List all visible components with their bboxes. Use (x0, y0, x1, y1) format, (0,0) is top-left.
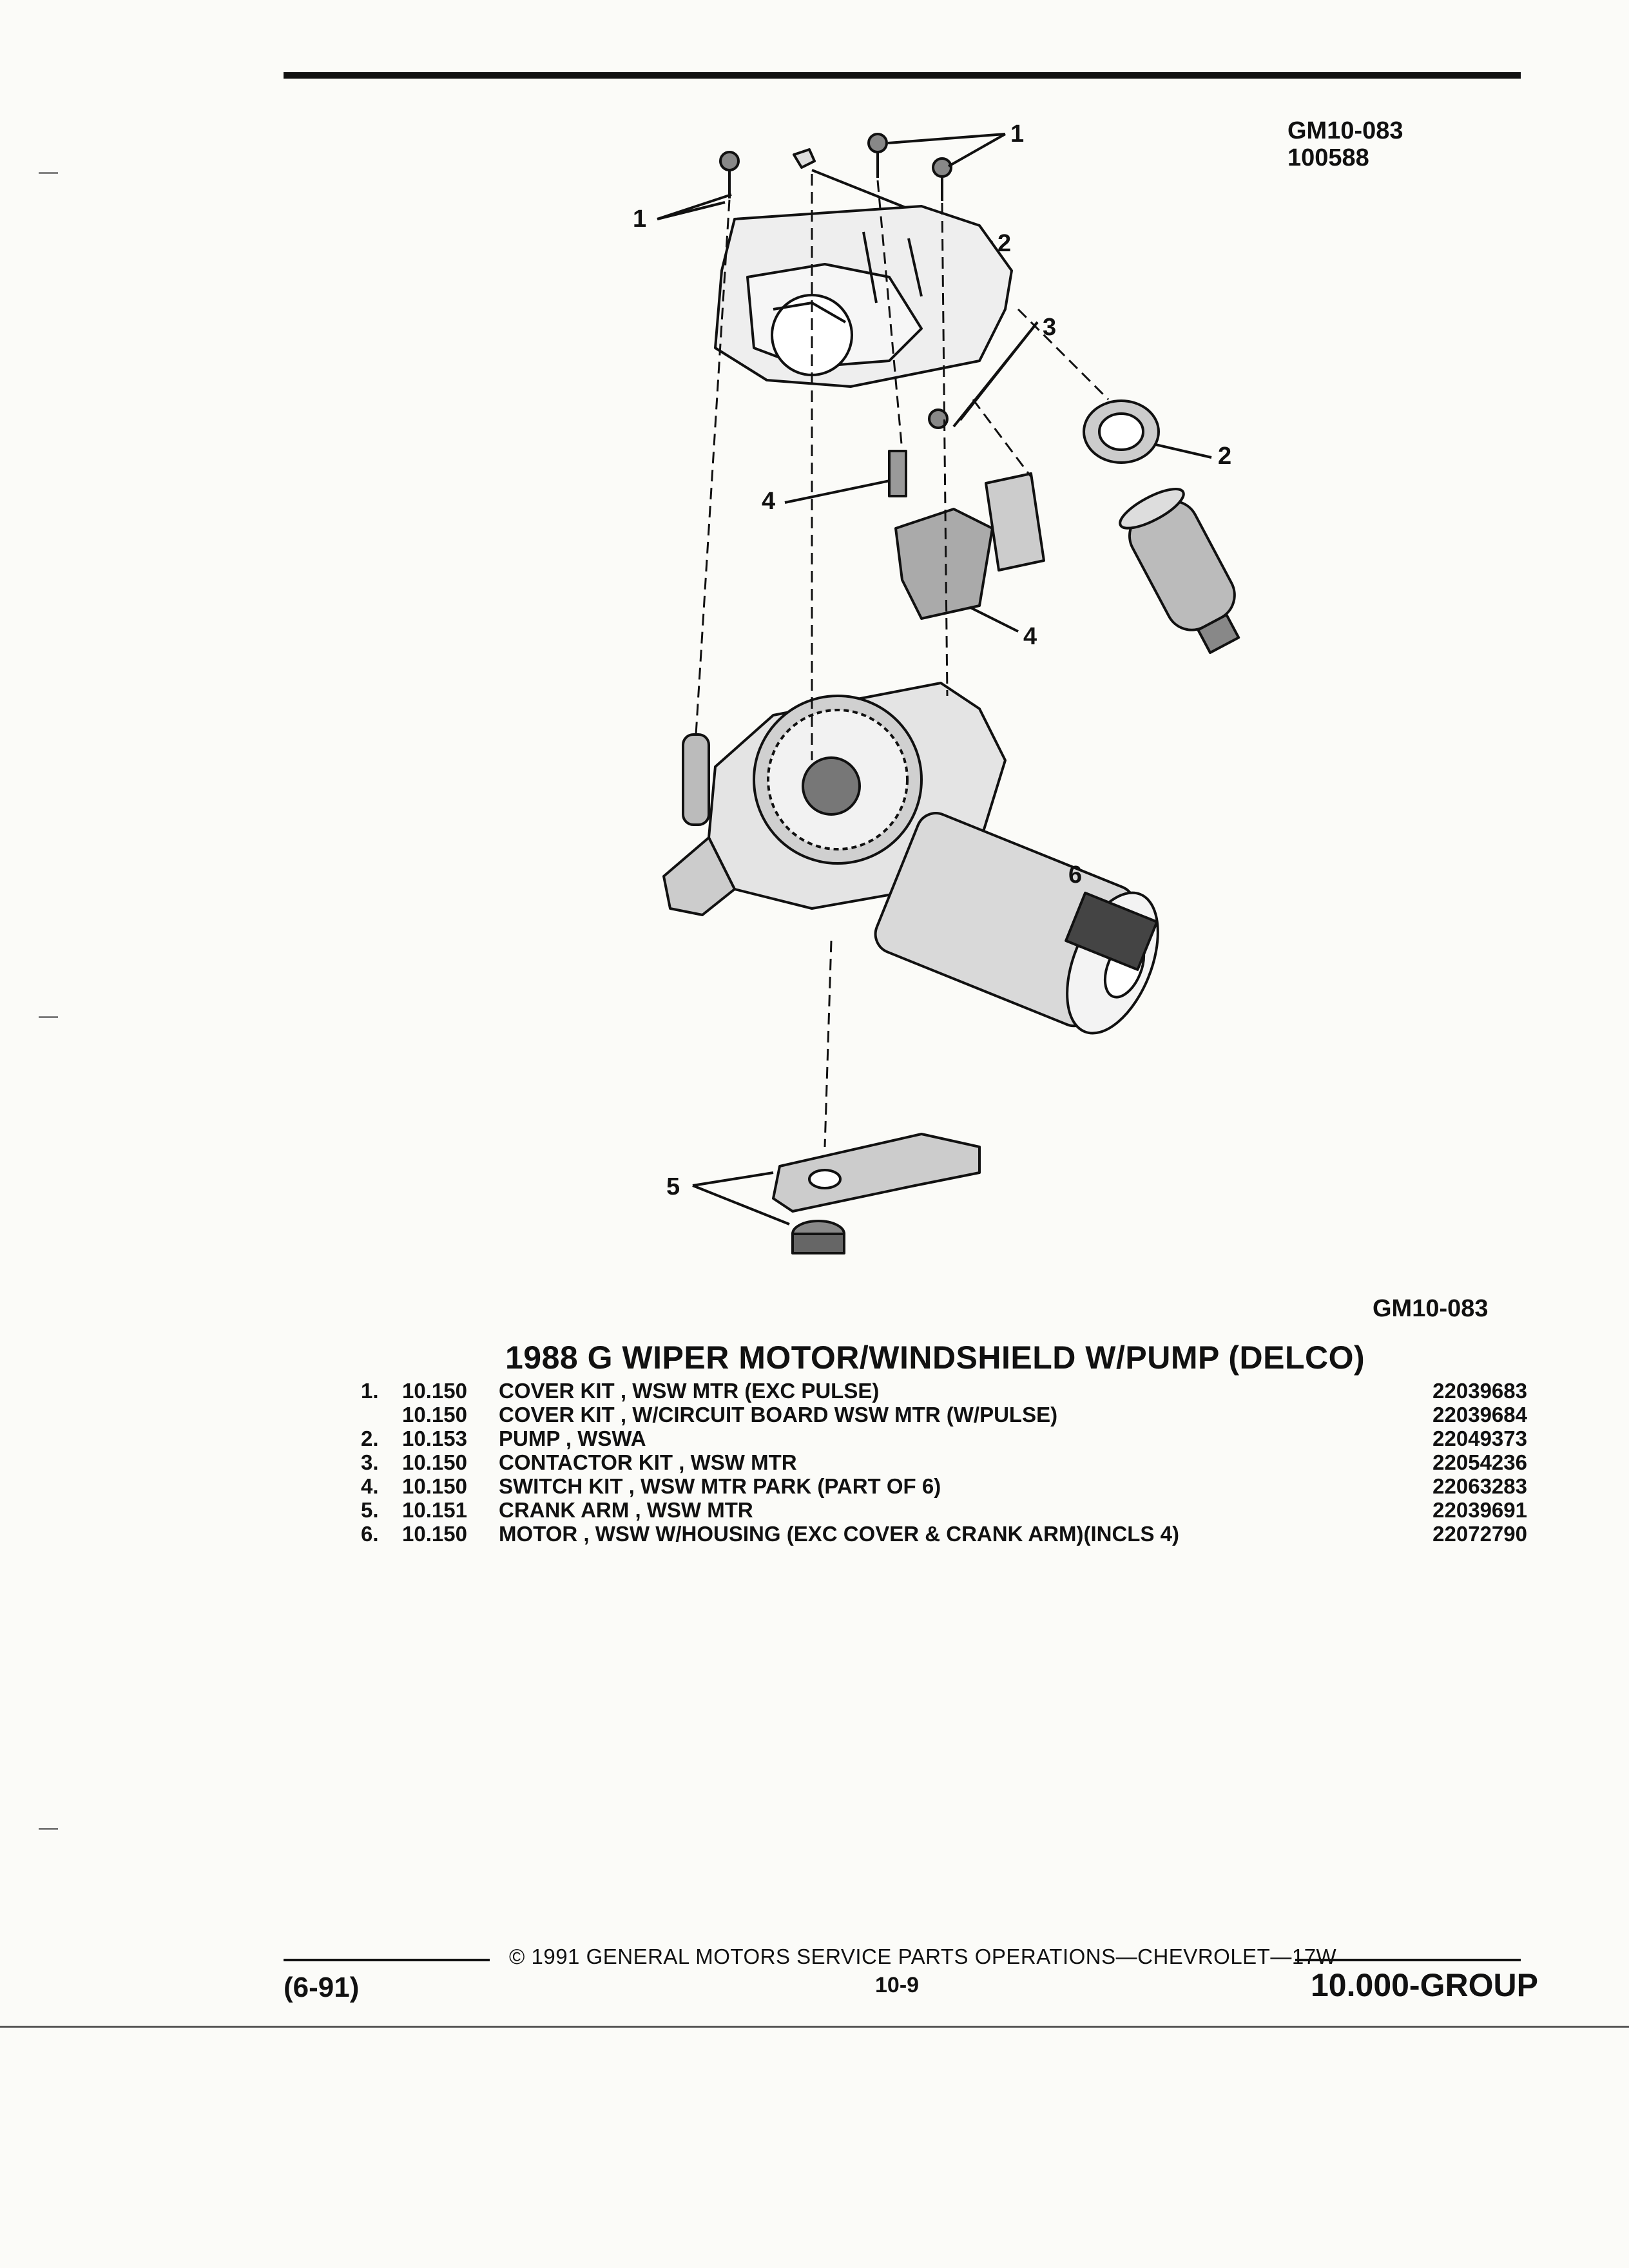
list-item: 2. 10.153 PUMP , WSWA 22049373 (361, 1427, 1527, 1450)
ref-code: GM10-083 (1287, 117, 1403, 144)
hole-punch-mark: — (39, 161, 58, 182)
list-item: 6. 10.150 MOTOR , WSW W/HOUSING (EXC COV… (361, 1522, 1527, 1546)
screw-icon (932, 157, 952, 201)
hole-punch-mark: — (39, 1817, 58, 1838)
callout-5: 5 (666, 1173, 680, 1200)
callout-1-left: 1 (633, 206, 646, 233)
callout-4-right: 4 (1023, 623, 1037, 650)
bolt-icon (888, 450, 907, 497)
screw-icon (867, 133, 888, 178)
list-item: 4. 10.150 SWITCH KIT , WSW MTR PARK (PAR… (361, 1474, 1527, 1498)
pump (1119, 488, 1240, 655)
reference-code: GM10-083 100588 (1287, 117, 1403, 171)
exploded-diagram: 1 1 2 3 2 4 4 6 5 (633, 120, 1240, 1254)
callout-2-top: 2 (998, 230, 1011, 257)
hole-punch-mark: — (39, 1005, 58, 1026)
list-item: 1. 10.150 COVER KIT , WSW MTR (EXC PULSE… (361, 1379, 1527, 1403)
copyright-notice: © 1991 GENERAL MOTORS SERVICE PARTS OPER… (509, 1945, 1337, 1968)
motor (874, 812, 1159, 1035)
figure-id: GM10-083 (1373, 1295, 1489, 1322)
footer-rule-right (1295, 1959, 1521, 1961)
callout-2-right: 2 (1218, 443, 1231, 470)
revision-date: (6-91) (284, 1972, 360, 2003)
callout-1-top: 1 (1010, 120, 1024, 148)
contact-plate (985, 472, 1045, 572)
parts-list: 1. 10.150 COVER KIT , WSW MTR (EXC PULSE… (361, 1379, 1527, 1546)
nut-icon (791, 1220, 845, 1254)
list-item: 3. 10.150 CONTACTOR KIT , WSW MTR 220542… (361, 1450, 1527, 1474)
callout-3: 3 (1043, 314, 1056, 341)
footer-rule-left (284, 1959, 490, 1961)
crank-arm (772, 1133, 981, 1213)
list-item: 10.150 COVER KIT , W/CIRCUIT BOARD WSW M… (402, 1403, 1527, 1427)
callout-4-left: 4 (762, 488, 775, 515)
group-label: 10.000-GROUP (1311, 1967, 1538, 2003)
scan-edge-line (0, 2026, 1629, 2028)
parts-list-title: 1988 G WIPER MOTOR/WINDSHIELD W/PUMP (DE… (505, 1340, 1365, 1376)
bracket-clip (793, 148, 816, 169)
callout-6: 6 (1068, 861, 1082, 889)
switch-kit (894, 508, 994, 620)
ref-date: 100588 (1287, 144, 1369, 171)
list-item: 5. 10.151 CRANK ARM , WSW MTR 22039691 (361, 1498, 1527, 1522)
screw-icon (719, 151, 740, 198)
top-rule (284, 72, 1521, 79)
page-number: 10-9 (875, 1973, 920, 1997)
